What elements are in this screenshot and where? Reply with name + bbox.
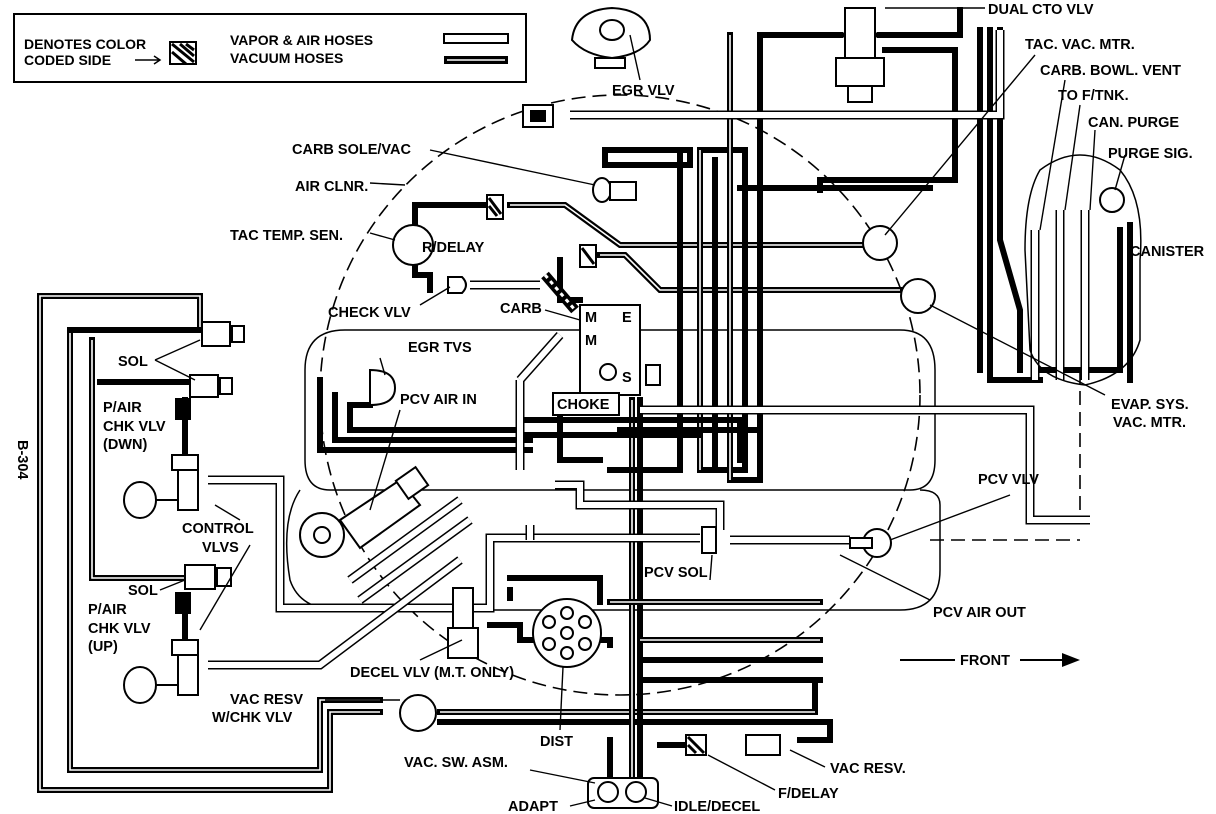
label-r-delay: R/DELAY [422, 240, 485, 256]
tac-vac-motor-icon [862, 225, 898, 261]
choke-box [552, 392, 620, 416]
label-sol-bottom: SOL [128, 583, 158, 599]
label-decel-vlv: DECEL VLV (M.T. ONLY) [350, 665, 514, 681]
label-sol-top: SOL [118, 354, 148, 370]
pcv-valve-icon [849, 528, 892, 558]
figure-id: B-304 [14, 440, 30, 480]
label-control-vlvs-1: CONTROL [182, 521, 254, 537]
legend-vacuum-hoses: VACUUM HOSES [230, 50, 343, 66]
dual-cto-valve-icon [830, 7, 890, 103]
label-evap-sys-2: VAC. MTR. [1113, 415, 1186, 431]
components [123, 6, 1142, 809]
label-e: E [622, 310, 632, 326]
legend: DENOTES COLOR CODED SIDE VAPOR & AIR HOS… [13, 13, 527, 83]
label-tac-temp-sen: TAC TEMP. SEN. [230, 228, 343, 244]
label-p-air-up-3: (UP) [88, 639, 118, 655]
color-coded-connector-icon [169, 41, 197, 66]
legend-denotes-line1: DENOTES COLOR [24, 36, 146, 52]
label-vac-resv: VAC RESV. [830, 761, 906, 777]
legend-box [13, 13, 527, 83]
egr-valve-icon [570, 6, 652, 69]
legend-arrow-icon [135, 55, 162, 65]
label-carb: CARB [500, 301, 542, 317]
f-delay-icon [685, 734, 707, 756]
label-choke: CHOKE [557, 397, 610, 413]
carburetor-icon [541, 271, 661, 396]
label-vac-sw-asm: VAC. SW. ASM. [404, 755, 508, 771]
label-dist: DIST [540, 734, 573, 750]
label-front: FRONT [960, 653, 1010, 669]
label-m2: M [585, 333, 597, 349]
canister-bracket-outline [930, 370, 1081, 541]
label-check-vlv: CHECK VLV [328, 305, 411, 321]
solenoid-top-icon [175, 321, 245, 420]
front-arrow-icon [900, 653, 1080, 667]
legend-vapor-air-hoses: VAPOR & AIR HOSES [230, 32, 373, 48]
label-tac-vac-mtr: TAC. VAC. MTR. [1025, 37, 1135, 53]
label-purge-sig: PURGE SIG. [1108, 146, 1193, 162]
p-air-chk-vlv-dwn-icon [123, 454, 199, 519]
label-pcv-air-out: PCV AIR OUT [933, 605, 1026, 621]
legend-denotes-line2: CODED SIDE [24, 52, 111, 68]
label-pcv-air-in: PCV AIR IN [400, 392, 477, 408]
label-vac-resv-chk-2: W/CHK VLV [212, 710, 293, 726]
pcv-air-in-filter-icon [299, 465, 430, 558]
label-idle-decel: IDLE/DECEL [674, 799, 760, 814]
label-control-vlvs-2: VLVS [202, 540, 239, 556]
label-f-delay: F/DELAY [778, 786, 839, 802]
label-pcv-vlv: PCV VLV [978, 472, 1039, 488]
tee-fitting-icon [522, 104, 554, 128]
egr-tvs-icon [369, 368, 397, 407]
label-egr-vlv: EGR VLV [612, 83, 675, 99]
legend-vapor-hose-sample [443, 33, 509, 44]
evap-sys-vac-motor-icon [900, 278, 936, 314]
label-egr-tvs: EGR TVS [408, 340, 472, 356]
label-carb-bowl-vent: CARB. BOWL. VENT [1040, 63, 1181, 79]
label-pcv-sol: PCV SOL [644, 565, 708, 581]
label-dual-cto-vlv: DUAL CTO VLV [988, 2, 1094, 18]
engine-block-outline [304, 329, 936, 491]
p-air-chk-vlv-up-icon [123, 639, 199, 704]
solenoid-bottom-icon [175, 564, 232, 614]
label-p-air-dwn-1: P/AIR [103, 400, 142, 416]
vac-switch-assembly-icon [587, 777, 659, 809]
canister-icon [1024, 154, 1142, 386]
vacuum-hoses [37, 7, 1133, 793]
label-evap-sys-1: EVAP. SYS. [1111, 397, 1189, 413]
label-p-air-dwn-2: CHK VLV [103, 419, 166, 435]
label-can-purge: CAN. PURGE [1088, 115, 1179, 131]
label-m1: M [585, 310, 597, 326]
tac-temp-sensor-icon [392, 224, 434, 266]
label-carb-sole-vac: CARB SOLE/VAC [292, 142, 411, 158]
label-p-air-dwn-3: (DWN) [103, 437, 147, 453]
pcv-sol-icon [701, 526, 717, 554]
label-canister: CANISTER [1130, 244, 1205, 260]
decel-valve-icon [447, 587, 479, 659]
label-s: S [622, 370, 632, 386]
label-vac-resv-chk-1: VAC RESV [230, 692, 303, 708]
distributor-icon [532, 598, 602, 668]
carb-sole-vac-icon [592, 177, 637, 203]
vapor-air-hoses [208, 30, 1090, 670]
air-cleaner-outline [319, 94, 921, 696]
check-valve-icon [447, 276, 467, 294]
label-adapt: ADAPT [508, 799, 558, 814]
vac-resv-icon [745, 734, 781, 756]
label-to-f-tnk: TO F/TNK. [1058, 88, 1129, 104]
labels: DUAL CTO VLV EGR VLV TAC. VAC. MTR. CARB… [88, 2, 1205, 814]
label-p-air-up-1: P/AIR [88, 602, 127, 618]
label-air-clnr: AIR CLNR. [295, 179, 368, 195]
label-p-air-up-2: CHK VLV [88, 621, 151, 637]
vac-resv-chk-valve-icon [399, 694, 437, 732]
leader-lines [154, 7, 1131, 807]
r-delay-fitting-icon [486, 194, 597, 268]
